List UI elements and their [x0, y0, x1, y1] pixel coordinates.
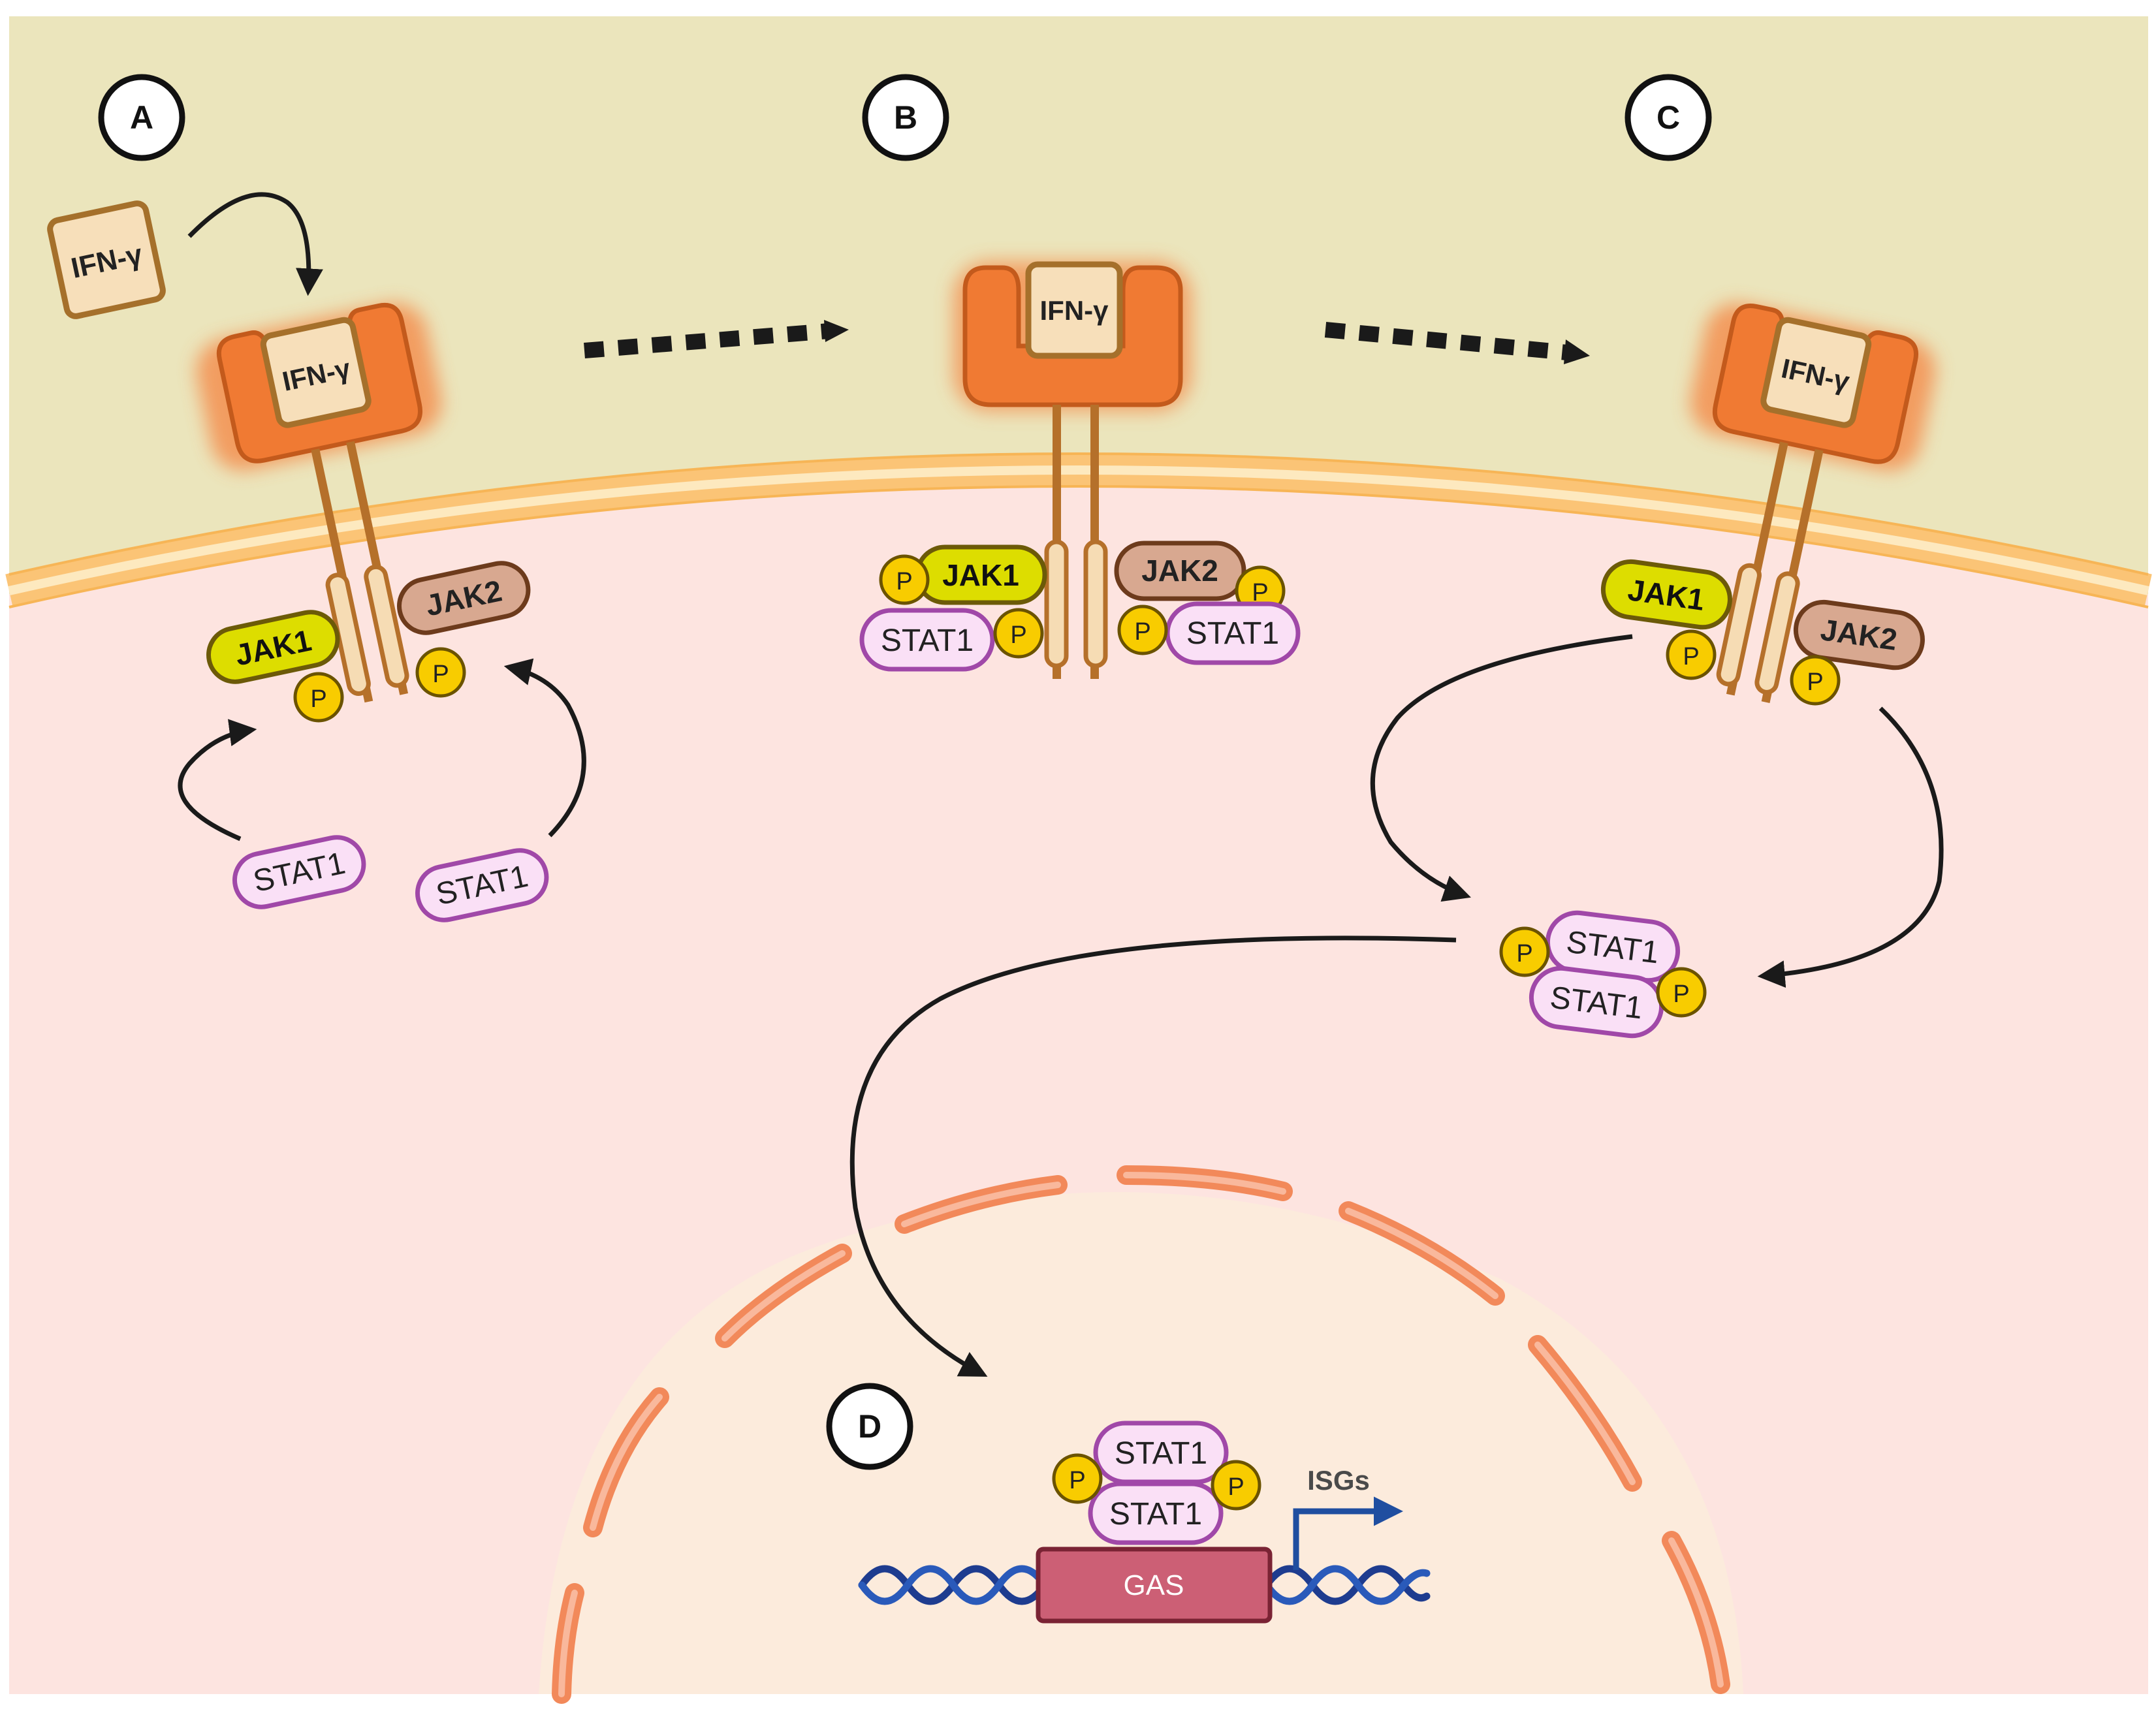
- receptor-c: IFN-γ: [1690, 303, 1936, 703]
- arrow-jak2-to-dimer: [1757, 706, 1944, 988]
- phospho-b-jak1: P: [879, 554, 930, 605]
- jak1-c: JAK1: [1600, 559, 1732, 630]
- stat1-dimer-cytoplasm: STAT1 STAT1 P P: [1499, 910, 1707, 1039]
- phospho-nucleus-left-label: P: [1069, 1467, 1085, 1494]
- stat1-b-left: STAT1: [859, 608, 995, 672]
- phospho-a-jak1: P: [293, 672, 344, 723]
- phospho-dimer-right-label: P: [1673, 981, 1689, 1008]
- stat1-a-right: STAT1: [415, 848, 549, 922]
- panel-label-b: B: [862, 74, 949, 161]
- ifn-gamma-b-label: IFN-γ: [1040, 295, 1109, 326]
- stat1-b-right-label: STAT1: [1186, 616, 1279, 651]
- jak2-a: JAK2: [396, 561, 531, 635]
- receptor-b: IFN-γ: [953, 261, 1192, 679]
- panel-label-d-text: D: [858, 1408, 881, 1445]
- gas-label: GAS: [1124, 1569, 1184, 1601]
- stat1-b-right: STAT1: [1165, 601, 1301, 665]
- phospho-b-stat1-left-label: P: [1010, 621, 1026, 649]
- stat1-dimer-nucleus: STAT1 STAT1 P P: [1052, 1421, 1261, 1545]
- jak1-b-label: JAK1: [942, 558, 1019, 592]
- phospho-dimer-left-label: P: [1516, 940, 1532, 967]
- arrow-ifn-binding: [187, 192, 323, 296]
- panel-label-d: D: [826, 1383, 913, 1470]
- phospho-a-jak1-label: P: [310, 685, 326, 713]
- jak1-b: JAK1: [915, 544, 1047, 605]
- dna-helix-icon: [858, 1565, 1431, 1605]
- phospho-c-jak2-label: P: [1807, 668, 1823, 696]
- receptor-a: IFN-γ: [196, 302, 442, 703]
- panel-label-c-text: C: [1657, 99, 1680, 136]
- phospho-a-jak2: P: [415, 647, 466, 698]
- phospho-b-stat1-right: P: [1117, 605, 1168, 655]
- panel-label-a-text: A: [130, 99, 153, 136]
- stat1-a-left: STAT1: [232, 835, 366, 909]
- phospho-c-jak1: P: [1666, 629, 1717, 680]
- isg-transcription-arrow: ISGs: [1293, 1465, 1403, 1570]
- stat1-nucleus-bottom-label: STAT1: [1109, 1497, 1202, 1532]
- phospho-b-jak1-label: P: [896, 568, 912, 595]
- phospho-c-jak2: P: [1790, 655, 1841, 706]
- arrow-dimer-to-nucleus: [849, 935, 1457, 1377]
- jak2-b-label: JAK2: [1141, 554, 1218, 588]
- phospho-a-jak2-label: P: [432, 661, 449, 688]
- gas-element: GAS: [1036, 1547, 1273, 1624]
- jak1-a: JAK1: [206, 610, 340, 684]
- arrow-jak1-to-dimer: [1370, 634, 1633, 902]
- jak2-c: JAK2: [1793, 599, 1925, 670]
- phospho-b-stat1-right-label: P: [1134, 618, 1150, 646]
- dotted-arrow-a-to-b: [584, 320, 849, 358]
- panel-label-b-text: B: [894, 99, 917, 136]
- phospho-b-stat1-left: P: [993, 608, 1044, 659]
- stat1-b-left-label: STAT1: [881, 623, 974, 658]
- panel-label-c: C: [1625, 74, 1712, 161]
- phospho-nucleus-right-label: P: [1228, 1473, 1244, 1501]
- phospho-c-jak1-label: P: [1683, 643, 1699, 670]
- isgs-label: ISGs: [1307, 1465, 1370, 1496]
- arrow-stat1-to-jak2-a: [503, 658, 586, 838]
- stat1-nucleus-top-label: STAT1: [1115, 1436, 1207, 1471]
- dotted-arrow-b-to-c: [1324, 322, 1590, 364]
- ifn-gamma-free: IFN-γ: [47, 200, 166, 319]
- panel-label-a: A: [98, 74, 185, 161]
- jak2-b: JAK2: [1114, 541, 1246, 601]
- arrow-stat1-to-jak1-a: [178, 719, 257, 841]
